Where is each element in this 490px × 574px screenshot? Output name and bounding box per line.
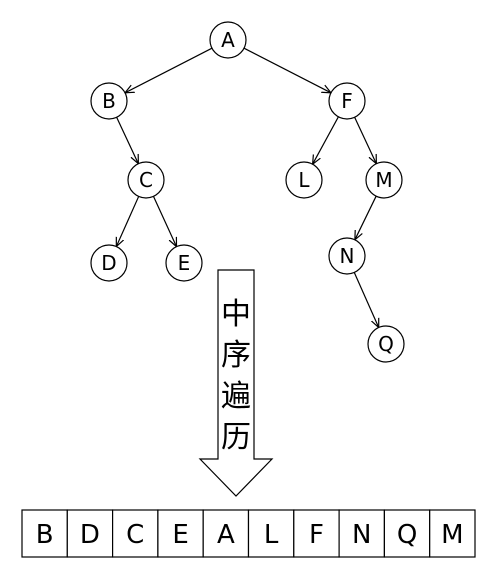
- cell-label: C: [126, 520, 144, 550]
- node-label: N: [340, 244, 355, 268]
- traversal-cell: M: [429, 509, 476, 558]
- down-arrow-shape: [198, 269, 274, 497]
- traversal-cell: C: [111, 509, 159, 558]
- cell-box: [247, 509, 295, 558]
- traversal-cell: D: [66, 509, 114, 558]
- edge-n-q: [353, 272, 378, 327]
- traversal-cell: A: [202, 509, 250, 558]
- tree-node-q: Q: [367, 325, 405, 363]
- arrow-char-4: 历: [221, 420, 251, 455]
- edge-b-c: [116, 117, 139, 163]
- traversal-arrow: 中 序 遍 历: [198, 269, 274, 497]
- node-circle: [90, 82, 128, 120]
- edge-a-f: [243, 47, 331, 93]
- tree-node-b: B: [90, 82, 128, 120]
- cell-box: [293, 509, 340, 558]
- node-label: L: [298, 168, 310, 192]
- node-circle: [328, 82, 366, 120]
- traversal-cell: L: [247, 509, 295, 558]
- tree-node-l: L: [285, 161, 323, 199]
- tree-node-e: E: [165, 244, 203, 282]
- node-circle: [367, 325, 405, 363]
- edge-f-m: [354, 117, 377, 163]
- node-circle: [285, 161, 323, 199]
- edge-f-l: [313, 116, 339, 164]
- cell-label: A: [217, 520, 235, 550]
- node-circle: [365, 161, 403, 199]
- cell-box: [383, 509, 431, 558]
- cell-label: F: [309, 520, 324, 550]
- node-circle: [209, 21, 247, 59]
- tree-node-f: F: [328, 82, 366, 120]
- tree-nodes: A B F C L M D E N Q: [90, 21, 405, 363]
- node-circle: [90, 244, 128, 282]
- tree-node-a: A: [209, 21, 247, 59]
- cell-label: L: [264, 520, 279, 550]
- traversal-cell: Q: [383, 509, 431, 558]
- cell-label: N: [352, 520, 371, 550]
- tree-node-c: C: [127, 161, 165, 199]
- traversal-cell: F: [293, 509, 340, 558]
- node-circle: [127, 161, 165, 199]
- node-label: M: [375, 168, 392, 192]
- arrow-char-1: 中: [221, 297, 251, 332]
- traversal-cell: N: [338, 509, 386, 558]
- edge-c-d: [116, 196, 140, 246]
- arrow-char-2: 序: [221, 338, 251, 373]
- cell-box: [429, 509, 476, 558]
- traversal-cell: E: [157, 509, 204, 558]
- node-circle: [165, 244, 203, 282]
- tree-node-m: M: [365, 161, 403, 199]
- node-label: B: [102, 89, 116, 113]
- cell-box: [111, 509, 159, 558]
- cell-label: M: [441, 520, 463, 550]
- edge-m-n: [355, 195, 377, 240]
- cell-label: D: [80, 520, 100, 550]
- node-circle: [328, 237, 366, 275]
- node-label: D: [101, 251, 116, 275]
- tree-edges: [116, 47, 378, 327]
- cell-box: [21, 509, 68, 558]
- node-label: E: [178, 251, 191, 275]
- node-label: Q: [378, 332, 394, 356]
- edge-a-b: [125, 47, 213, 93]
- node-label: C: [139, 168, 153, 192]
- cell-label: E: [172, 520, 188, 550]
- cell-box: [338, 509, 386, 558]
- cell-label: Q: [397, 520, 417, 550]
- edge-c-e: [152, 196, 176, 246]
- traversal-cell: B: [21, 509, 68, 558]
- node-label: F: [341, 89, 353, 113]
- node-label: A: [221, 28, 235, 52]
- cell-label: B: [36, 520, 54, 550]
- tree-node-n: N: [328, 237, 366, 275]
- tree-node-d: D: [90, 244, 128, 282]
- arrow-char-3: 遍: [221, 379, 251, 414]
- cell-box: [157, 509, 204, 558]
